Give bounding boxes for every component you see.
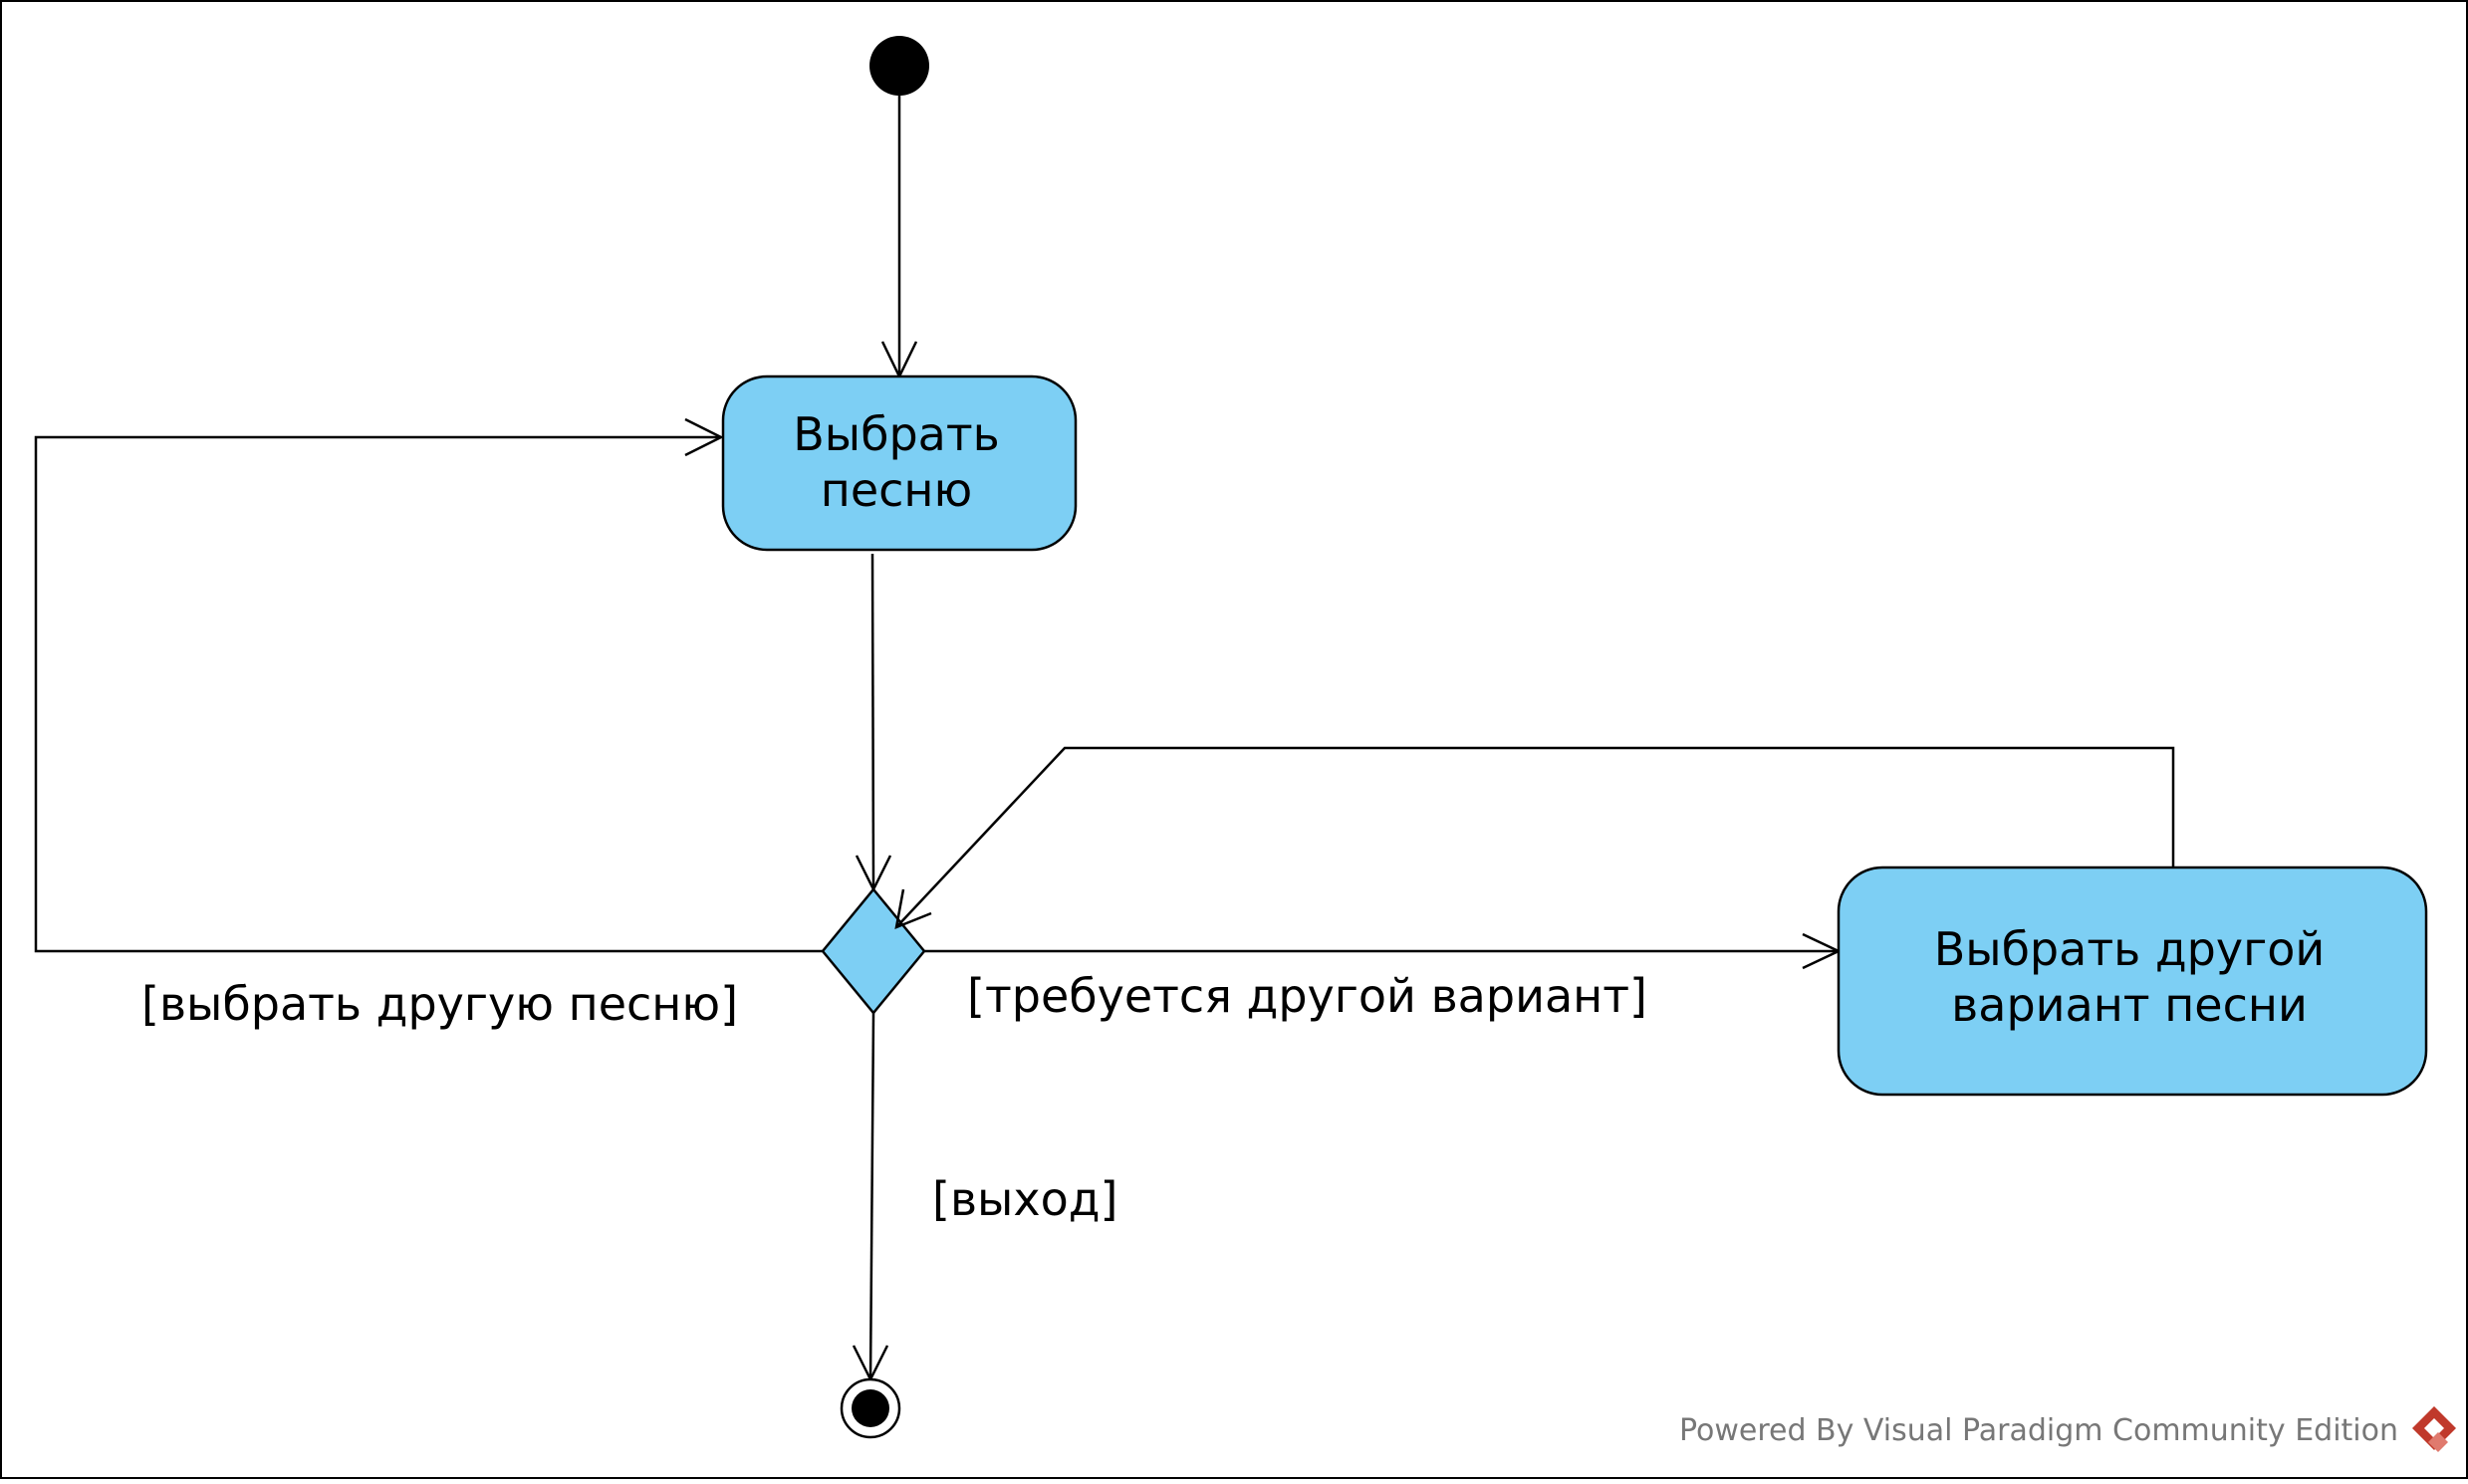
watermark-text: Powered By Visual Paradigm Community Edi… bbox=[1679, 1413, 2398, 1448]
guard-exit: [выход] bbox=[932, 1172, 1118, 1226]
action-select-song-label-line2: песню bbox=[821, 463, 972, 517]
final-node[interactable] bbox=[840, 1377, 901, 1439]
flow-select-variant-to-decision[interactable] bbox=[894, 746, 2175, 930]
flow-select-song-to-decision[interactable] bbox=[855, 553, 892, 892]
flow-initial-to-select-song[interactable] bbox=[880, 96, 918, 379]
action-select-variant-label-line1: Выбрать другой bbox=[1934, 922, 2326, 976]
action-select-variant[interactable]: Выбрать другой вариант песни bbox=[1837, 866, 2428, 1097]
flow-decision-to-select-variant[interactable] bbox=[924, 932, 1842, 970]
flow-decision-to-select-song[interactable] bbox=[34, 417, 823, 953]
initial-node[interactable] bbox=[869, 36, 929, 96]
visual-paradigm-logo-icon bbox=[2412, 1406, 2456, 1452]
guard-other-song: [выбрать другую песню] bbox=[141, 977, 738, 1031]
action-select-song[interactable]: Выбрать песню bbox=[721, 374, 1078, 552]
flow-decision-to-final[interactable] bbox=[852, 1012, 889, 1382]
action-select-song-label-line1: Выбрать bbox=[793, 407, 1000, 461]
action-select-variant-label-line2: вариант песни bbox=[1951, 978, 2308, 1032]
decision-node[interactable] bbox=[821, 887, 926, 1015]
guard-other-variant: [требуется другой вариант] bbox=[967, 969, 1647, 1023]
